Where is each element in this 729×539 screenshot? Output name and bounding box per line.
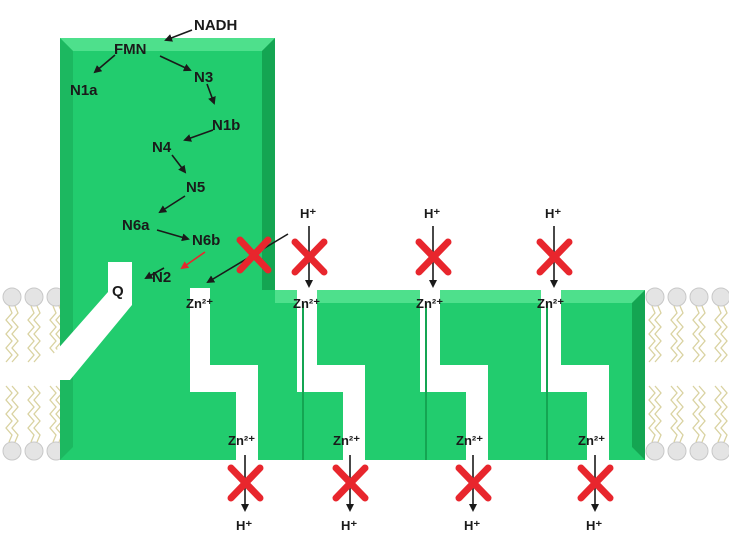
lipid-tail: [720, 385, 728, 443]
lipid-tail: [11, 385, 19, 443]
lipid-head: [645, 441, 665, 461]
lipid-head: [689, 287, 709, 307]
block-mark-top-3: [536, 238, 573, 276]
peripheral-arm-right-bevel: [262, 38, 275, 290]
proton-channel-2: [297, 288, 365, 462]
lipid-tail: [33, 385, 41, 443]
zn-top-2: Zn²⁺: [293, 296, 320, 311]
lipid-bilayer: [2, 287, 729, 461]
h-top-3: H⁺: [545, 206, 561, 221]
proton-channel-1: [190, 288, 258, 462]
quinone-channel: [48, 262, 132, 380]
block-mark-bottom-3: [455, 464, 492, 502]
proton-channel-4: [541, 288, 609, 462]
lipid-tail: [676, 305, 684, 363]
label-n5: N5: [186, 179, 205, 196]
lipid-tail: [692, 385, 700, 443]
lipid-head: [689, 441, 709, 461]
block-mark-bottom-2: [332, 464, 369, 502]
lipid-tail: [27, 385, 35, 443]
label-n3: N3: [194, 69, 213, 86]
lipid-tail: [648, 305, 656, 363]
zn-top-3: Zn²⁺: [416, 296, 443, 311]
peripheral-arm-left-bevel: [60, 38, 73, 460]
label-n4: N4: [152, 139, 172, 156]
lipid-head: [667, 287, 687, 307]
label-n2: N2: [152, 269, 171, 286]
zn-top-1: Zn²⁺: [186, 296, 213, 311]
lipid-tail: [714, 385, 722, 443]
h-bottom-2: H⁺: [341, 518, 357, 533]
zinc-ion-labels: Zn²⁺ Zn²⁺ Zn²⁺ Zn²⁺ Zn²⁺ Zn²⁺ Zn²⁺ Zn²⁺: [186, 296, 605, 448]
zn-bottom-4: Zn²⁺: [578, 433, 605, 448]
h-bottom-1: H⁺: [236, 518, 252, 533]
lipid-tail: [714, 305, 722, 363]
lipid-tail: [49, 385, 57, 443]
label-nadh: NADH: [194, 17, 237, 34]
lipid-head: [645, 287, 665, 307]
lipid-tail: [670, 305, 678, 363]
lipid-tail: [5, 385, 13, 443]
lipid-head: [24, 287, 44, 307]
inhibition-marks: [227, 236, 614, 502]
label-n1b: N1b: [212, 117, 240, 134]
membrane-arm-right-bevel: [632, 290, 645, 460]
lipid-tail: [720, 305, 728, 363]
lipid-tail: [692, 305, 700, 363]
lipid-head: [2, 441, 22, 461]
label-n6a: N6a: [122, 217, 150, 234]
lipid-tail: [27, 305, 35, 363]
blocked-transfer-arrow: [180, 251, 206, 270]
lipid-tail: [11, 305, 19, 363]
lipid-tail: [49, 305, 57, 363]
block-mark-top-1: [291, 238, 328, 276]
block-mark-bottom-1: [227, 464, 264, 502]
zn-bottom-2: Zn²⁺: [333, 433, 360, 448]
block-mark-top-2: [415, 238, 452, 276]
h-bottom-4: H⁺: [586, 518, 602, 533]
label-n1a: N1a: [70, 82, 98, 99]
lipid-tail: [670, 385, 678, 443]
lipid-tail: [654, 305, 662, 363]
peripheral-arm-top-bevel: [60, 38, 275, 51]
lipid-tail: [33, 305, 41, 363]
lipid-head: [667, 441, 687, 461]
electron-transfer-path: [93, 29, 289, 284]
lipid-head: [2, 287, 22, 307]
lipid-head: [24, 441, 44, 461]
proton-channel-3: [420, 288, 488, 462]
lipid-tail: [698, 385, 706, 443]
zn-bottom-1: Zn²⁺: [228, 433, 255, 448]
lipid-head: [711, 287, 729, 307]
h-top-1: H⁺: [300, 206, 316, 221]
lipid-tail: [654, 385, 662, 443]
block-mark-bottom-4: [577, 464, 614, 502]
lipid-tail: [5, 305, 13, 363]
lipid-tail: [648, 385, 656, 443]
lipid-tail: [676, 385, 684, 443]
zn-bottom-3: Zn²⁺: [456, 433, 483, 448]
lipid-tail: [698, 305, 706, 363]
h-top-2: H⁺: [424, 206, 440, 221]
h-bottom-3: H⁺: [464, 518, 480, 533]
zn-top-4: Zn²⁺: [537, 296, 564, 311]
label-fmn: FMN: [114, 41, 147, 58]
complex-i-body: [48, 38, 645, 462]
redox-center-labels: NADH FMN N1a N3 N1b N4 N5 N6a N6b N2 Q: [70, 17, 240, 300]
label-n6b: N6b: [192, 232, 220, 249]
lipid-head: [711, 441, 729, 461]
proton-labels: H⁺ H⁺ H⁺ H⁺ H⁺ H⁺ H⁺: [236, 206, 602, 533]
label-q: Q: [112, 283, 124, 300]
block-mark-n6b-n2: [236, 236, 272, 274]
